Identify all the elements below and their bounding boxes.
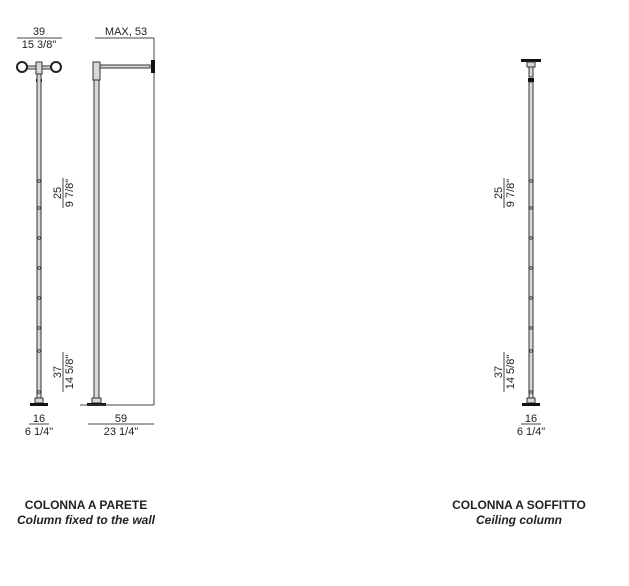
- mounting-hole: [37, 326, 41, 330]
- mounting-hole: [529, 266, 533, 270]
- mounting-hole: [37, 390, 41, 394]
- ceiling-base-plate: [522, 403, 540, 406]
- base-connector: [34, 397, 44, 404]
- max-arm-label: MAX, 53: [105, 26, 147, 38]
- wall-bracket: [151, 60, 155, 73]
- wall-column-side-view: MAX, 53 59 23 1/4": [80, 26, 155, 438]
- ceiling-base-width-in: 6 1/4": [517, 426, 545, 438]
- mounting-hole: [529, 296, 533, 300]
- lower-spacing-cm: 37: [52, 366, 64, 378]
- ceiling-collar: [528, 78, 534, 82]
- upper-spacing-cm: 25: [52, 187, 64, 199]
- ceiling-column-view: 25 9 7/8" 37 14 5/8" 16 6 1/4": [493, 59, 545, 438]
- side-top-connector: [92, 61, 101, 81]
- ceiling-connector: [526, 61, 536, 68]
- ceiling-lower-spacing-cm: 37: [493, 366, 505, 378]
- mounting-hole: [529, 326, 533, 330]
- mounting-hole: [37, 266, 41, 270]
- wall-column-title: COLONNA A PARETE: [25, 498, 147, 512]
- lower-spacing-in: 14 5/8": [64, 355, 76, 390]
- mounting-hole: [37, 349, 41, 353]
- ceiling-upper-spacing-cm: 25: [493, 187, 505, 199]
- mounting-hole: [37, 236, 41, 240]
- wall-column-subtitle: Column fixed to the wall: [17, 513, 156, 527]
- upper-spacing-in: 9 7/8": [64, 179, 76, 207]
- base-width-cm: 16: [33, 413, 45, 425]
- side-base-connector: [91, 397, 102, 404]
- ceiling-base-width-cm: 16: [525, 413, 537, 425]
- ceiling-column-subtitle: Ceiling column: [476, 513, 562, 527]
- top-connector: [35, 61, 43, 75]
- ceiling-column-title: COLONNA A SOFFITTO: [452, 498, 586, 512]
- mounting-hole: [529, 206, 533, 210]
- ceiling-neck: [528, 66, 534, 78]
- hook-left-icon: [16, 61, 28, 73]
- ceiling-upper-spacing-in: 9 7/8": [505, 179, 517, 207]
- top-width-in: 15 3/8": [22, 39, 57, 51]
- hook-right-icon: [50, 61, 62, 73]
- top-width-cm: 39: [33, 26, 45, 38]
- base-width-in: 6 1/4": [25, 426, 53, 438]
- depth-cm: 59: [115, 413, 127, 425]
- mounting-hole: [529, 236, 533, 240]
- ceiling-base-connector: [526, 397, 536, 404]
- mounting-hole: [529, 349, 533, 353]
- mounting-hole: [37, 206, 41, 210]
- ceiling-plate: [521, 59, 541, 62]
- mounting-hole: [529, 179, 533, 183]
- base-plate: [30, 403, 48, 406]
- ceiling-lower-spacing-in: 14 5/8": [505, 355, 517, 390]
- depth-in: 23 1/4": [104, 426, 139, 438]
- column-shaft-side: [93, 79, 100, 399]
- mounting-hole: [37, 179, 41, 183]
- mounting-hole: [37, 296, 41, 300]
- wall-arm: [99, 64, 151, 69]
- wall-column-front-view: 39 15 3/8" 25 9 7/8" 37 14 5/8" 16 6 1/4…: [16, 26, 76, 438]
- mounting-hole: [529, 390, 533, 394]
